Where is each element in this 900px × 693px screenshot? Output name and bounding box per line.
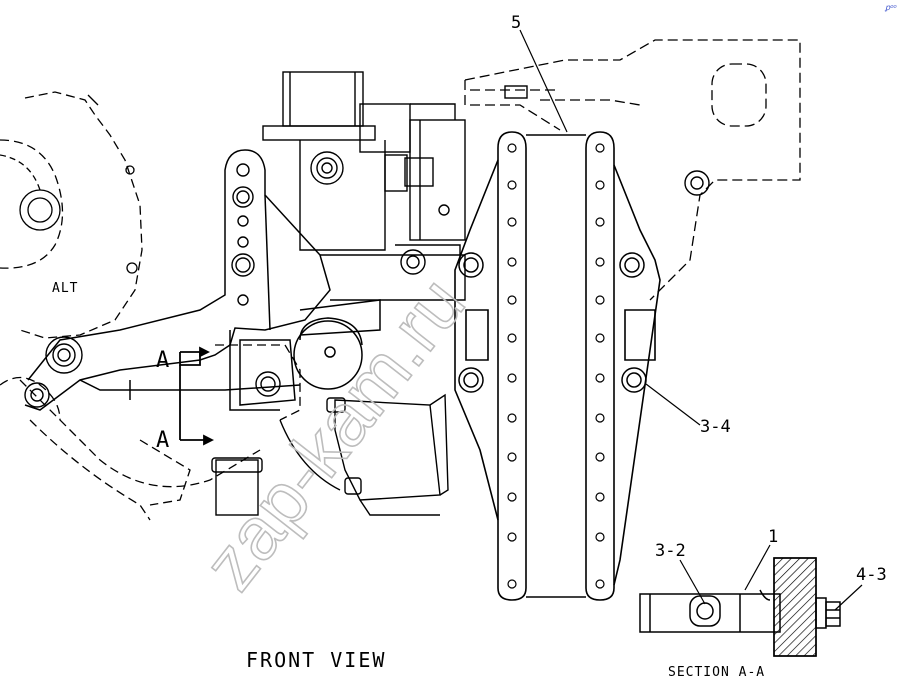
leader-lines [519, 29, 863, 611]
section-a-upper-label: A [156, 348, 169, 373]
section-markers [179, 346, 215, 446]
callout-1: 1 [768, 527, 778, 547]
lower-components [211, 393, 449, 516]
callout-5: 5 [511, 13, 521, 33]
alt-label: ALT [52, 281, 78, 296]
lower-pulley-outline [0, 344, 301, 521]
upper-right-bolt [504, 85, 710, 196]
mounting-plate [454, 131, 661, 601]
mounting-plate-bolts [458, 252, 647, 393]
bracket-left-arm [24, 149, 381, 411]
watermark-text: zap-kam.ru [187, 262, 480, 605]
section-aa-caption: SECTION A-A [668, 665, 765, 680]
corner-mark: ꝑᵒᵒ [884, 3, 897, 12]
upper-components [262, 71, 466, 301]
section-aa-detail [639, 557, 841, 657]
front-view-caption: FRONT VIEW [246, 648, 386, 672]
callout-3-2: 3-2 [655, 541, 686, 561]
callout-3-4: 3-4 [700, 417, 731, 437]
idler-pulley [293, 317, 363, 390]
section-a-lower-label: A [156, 428, 169, 453]
alternator-outline [0, 91, 143, 339]
upper-right-bracket [464, 39, 801, 301]
bracket-left-bolts [24, 163, 281, 408]
mounting-plate-holes [507, 143, 605, 589]
callout-4-3: 4-3 [856, 565, 887, 585]
